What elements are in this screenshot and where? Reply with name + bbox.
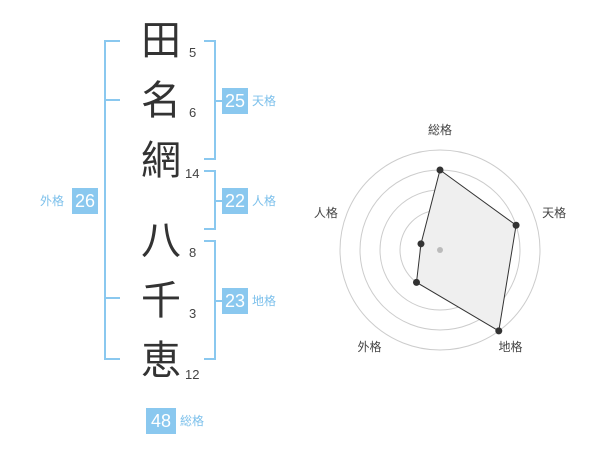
gaikaku-value-badge: 26 (72, 188, 98, 214)
tenkaku-label: 天格 (252, 94, 277, 108)
gaikaku-bracket-tick-1 (104, 99, 120, 101)
radar-point-2 (512, 221, 520, 229)
radar-axis-label-1: 総格 (428, 122, 452, 137)
gaikaku-bracket-vertical (104, 40, 106, 360)
radar-axis-label-2: 天格 (542, 205, 566, 220)
gaikaku-label: 外格 (40, 194, 65, 208)
radar-center-dot (437, 247, 443, 253)
soukaku-label: 総格 (180, 414, 205, 428)
chikaku-bracket-connector (214, 300, 222, 302)
jinkaku-value-badge: 22 (222, 188, 248, 214)
radar-point-3 (495, 327, 503, 335)
gaikaku-bracket-bottom (104, 358, 120, 360)
radar-axis-label-5: 人格 (314, 205, 338, 220)
radar-point-5 (417, 240, 425, 248)
jinkaku-bracket-connector (214, 200, 222, 202)
gaikaku-bracket-top (104, 40, 120, 42)
given-strokes-3: 12 (185, 367, 200, 382)
radar-point-4 (412, 278, 420, 286)
given-char-3: 恵 (141, 338, 181, 384)
radar-data-polygon (415, 169, 517, 332)
gaikaku-bracket-tick-2 (104, 297, 120, 299)
radar-point-1 (436, 166, 444, 174)
surname-strokes-2: 6 (189, 105, 197, 120)
chikaku-value-badge: 23 (222, 288, 248, 314)
given-char-2: 千 (141, 278, 181, 324)
surname-char-3: 網 (141, 138, 181, 184)
jinkaku-bracket-top (204, 170, 216, 172)
soukaku-value-badge: 48 (146, 408, 176, 434)
chikaku-label: 地格 (252, 294, 277, 308)
tenkaku-bracket-bottom (204, 158, 216, 160)
jinkaku-bracket-bottom (204, 228, 216, 230)
given-char-1: 八 (141, 218, 181, 264)
chikaku-bracket-top (204, 240, 216, 242)
tenkaku-bracket-top (204, 40, 216, 42)
jinkaku-label: 人格 (252, 194, 277, 208)
tenkaku-bracket-connector (214, 100, 222, 102)
radar-axis-label-4: 外格 (357, 339, 381, 354)
given-strokes-1: 8 (189, 245, 197, 260)
surname-char-1: 田 (141, 18, 181, 64)
radar-ring-5 (339, 149, 541, 351)
surname-strokes-1: 5 (189, 45, 197, 60)
surname-char-2: 名 (141, 78, 181, 124)
surname-strokes-3: 14 (185, 166, 200, 181)
tenkaku-value-badge: 25 (222, 88, 248, 114)
chikaku-bracket-bottom (204, 358, 216, 360)
given-strokes-2: 3 (189, 306, 197, 321)
radar-axis-label-3: 地格 (499, 339, 523, 354)
